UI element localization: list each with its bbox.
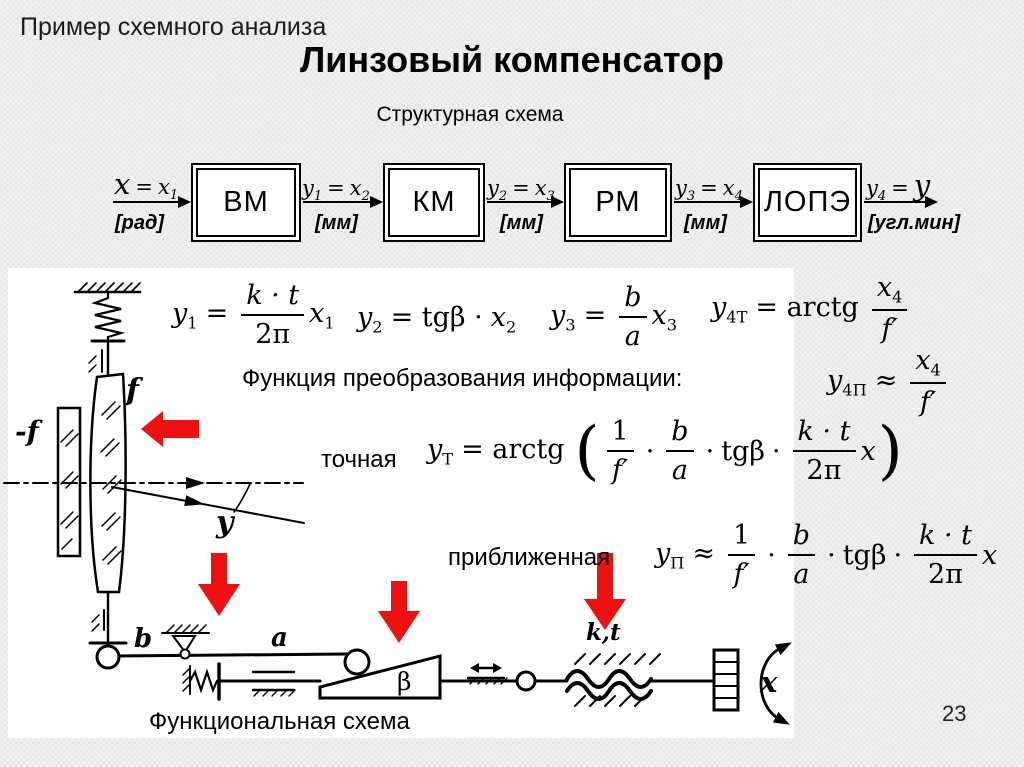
- unit-uglmin: [угл.мин]: [868, 212, 961, 234]
- arrow-output: [864, 196, 938, 208]
- exact-label: точная: [321, 446, 397, 473]
- structural-scheme-caption: Структурная схема: [376, 103, 564, 126]
- block-lope: ЛОПЭ: [753, 163, 862, 242]
- approx-label: приближенная: [448, 544, 611, 571]
- block-rm-label: РМ: [595, 186, 641, 218]
- open-paren: (: [574, 414, 600, 488]
- unit-mm-2: [мм]: [500, 212, 543, 234]
- arrow-rm-lope: [674, 196, 753, 208]
- block-rm: РМ: [564, 163, 672, 242]
- block-vm-label: ВМ: [223, 186, 269, 218]
- signal-label-y3x4: y3=x4: [675, 176, 743, 205]
- signal-label-output: y4=y: [866, 168, 931, 205]
- arrow-km-rm: [487, 196, 564, 208]
- page-number: 23: [942, 701, 967, 726]
- unit-mm-3: [мм]: [684, 212, 727, 234]
- unit-mm-1: [мм]: [315, 212, 358, 234]
- kicker-text: Пример схемного анализа: [20, 13, 327, 41]
- arrow-input: [113, 196, 191, 208]
- signal-label-input: x=x1: [114, 167, 179, 204]
- transfer-function-caption: Функция преобразования информации:: [242, 365, 683, 392]
- formula-y2: y2= tgβ ·x2: [357, 302, 517, 337]
- close-paren: ): [877, 414, 903, 488]
- signal-label-y1x2: y1=x2: [302, 176, 370, 205]
- signal-label-y2x3: y2=x3: [487, 176, 555, 205]
- block-lope-label: ЛОПЭ: [763, 186, 852, 218]
- functional-scheme-caption: Функциональная схема: [149, 708, 410, 735]
- arrow-vm-km: [303, 196, 383, 208]
- block-km: КМ: [383, 163, 485, 242]
- unit-rad: [рад]: [115, 212, 165, 234]
- page-title: Линзовый компенсатор: [300, 39, 724, 80]
- block-vm: ВМ: [191, 163, 301, 242]
- block-km-label: КМ: [412, 186, 456, 218]
